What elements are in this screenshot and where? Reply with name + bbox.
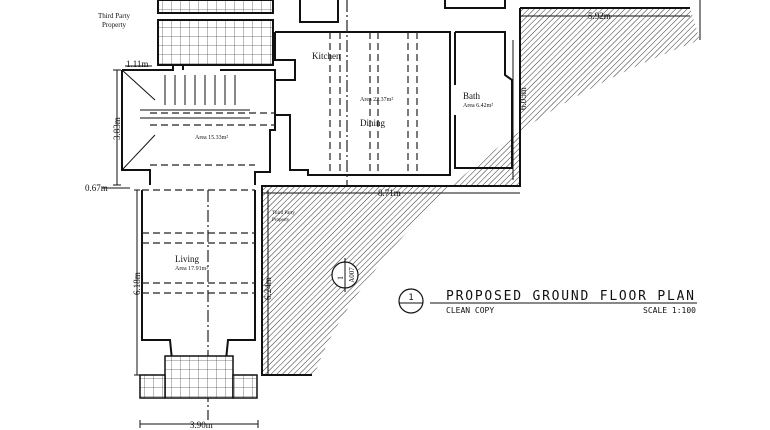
dimension-6: 6.24m	[263, 277, 273, 300]
section-marker[interactable]: 1 A007	[331, 258, 359, 292]
third-party-label-mid-2: Property	[272, 218, 290, 223]
step-right	[232, 374, 258, 399]
kitchen-dining-walls	[274, 31, 451, 176]
drawing-title: PROPOSED GROUND FLOOR PLAN	[446, 289, 694, 304]
living-dashes	[142, 189, 255, 294]
title-block: 1 PROPOSED GROUND FLOOR PLAN CLEAN COPY …	[398, 288, 697, 315]
dining-dashes	[329, 32, 418, 175]
title-number-circle	[398, 288, 424, 314]
third-party-label-mid-1: Third Party	[272, 211, 295, 216]
third-party-label-top-1: Third Party	[98, 12, 131, 20]
dimension-4: 6.18m	[132, 272, 142, 295]
dimension-1: 1.11m	[126, 59, 148, 69]
dimension-9: 5.92m	[588, 11, 611, 21]
entrance-tiles	[164, 355, 234, 399]
dining-label: Dining	[360, 118, 386, 128]
tiled-block	[157, 19, 274, 66]
tiled-block-top	[157, 0, 274, 14]
third-party-hatched-area	[262, 8, 700, 375]
dimension-8: 6.05m	[518, 87, 528, 110]
drawing-scale: SCALE 1:100	[643, 306, 696, 315]
hall-area: Area 15.33m²	[195, 135, 228, 141]
drawing-subtitle: CLEAN COPY	[446, 306, 494, 315]
title-number: 1	[408, 293, 413, 303]
upper-walls	[299, 0, 506, 23]
bath-label: Bath	[463, 91, 480, 101]
hall-dashes	[150, 112, 275, 166]
dimension-2: 3.83m	[112, 117, 122, 140]
boundary-wall	[261, 8, 521, 376]
bath-area: Area 6.42m²	[463, 103, 493, 109]
dining-area: Area 22.37m²	[360, 97, 393, 103]
dimension-7: 8.71m	[378, 188, 401, 198]
living-area: Area 17.91m²	[175, 266, 208, 272]
kitchen-label: Kitchen	[312, 51, 341, 61]
bath-walls	[454, 31, 513, 169]
living-label: Living	[175, 254, 199, 264]
stair-treads	[121, 69, 250, 171]
third-party-label-top-2: Property	[102, 21, 127, 29]
step-left	[139, 374, 166, 399]
section-number: 1	[336, 276, 345, 280]
dimension-5: 3.90m	[190, 420, 213, 430]
hall-walls	[121, 64, 276, 185]
dimension-3: 0.67m	[85, 183, 108, 193]
section-sheet: A007	[348, 267, 356, 283]
dimension-lines	[102, 15, 690, 428]
